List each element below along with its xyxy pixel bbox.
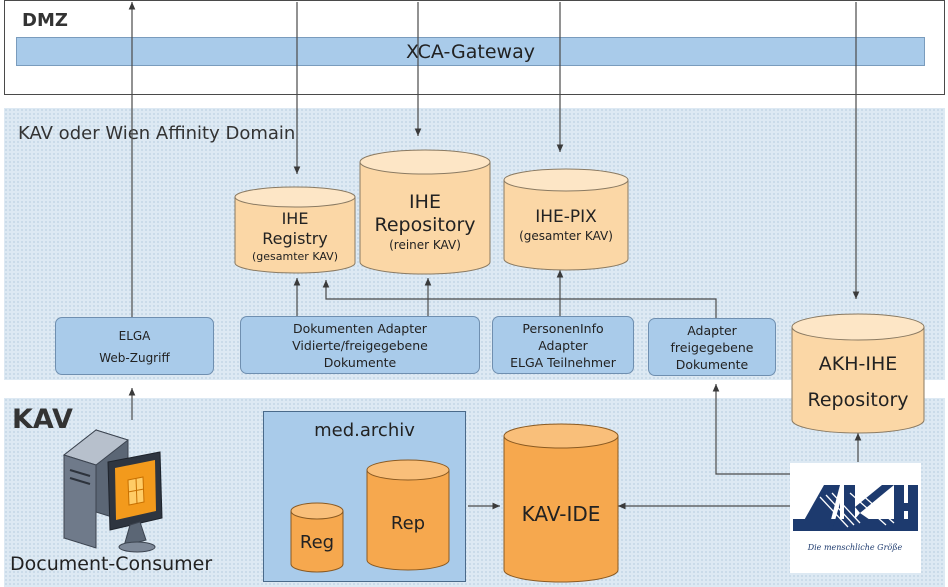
- rep-cylinder: [366, 459, 450, 571]
- ihe-registry-label: IHE Registry (gesamter KAV): [252, 208, 338, 263]
- akh-logo: Die menschliche Größe: [790, 463, 921, 573]
- ihe-registry-cylinder: [234, 186, 356, 274]
- kav-ide-cylinder: [503, 423, 619, 583]
- personeninfo-adapter-box: PersonenInfo Adapter ELGA Teilnehmer: [492, 316, 634, 374]
- ihe-pix-cylinder: [503, 168, 629, 271]
- xca-gateway-label: XCA-Gateway: [406, 40, 535, 63]
- rep-label: Rep: [390, 512, 426, 534]
- kav-ide-label: KAV-IDE: [521, 502, 601, 526]
- elga-web-zugriff-box: ELGA Web-Zugriff: [55, 317, 214, 375]
- reg-cylinder: [290, 502, 344, 573]
- document-consumer-label: Document-Consumer: [10, 553, 213, 575]
- akh-ihe-repository-label: AKH-IHE Repository: [807, 353, 909, 411]
- akh-logo-tagline: Die menschliche Größe: [807, 543, 903, 552]
- arrow-fr-adapter-to-registry: [322, 280, 717, 318]
- freigegebene-adapter-box: Adapter freigegebene Dokumente: [648, 318, 776, 376]
- affinity-domain-label: KAV oder Wien Affinity Domain: [18, 123, 296, 144]
- dokumenten-adapter-box: Dokumenten Adapter Vidierte/freigegebene…: [240, 316, 480, 374]
- kav-label: KAV: [12, 404, 73, 435]
- xca-gateway: XCA-Gateway: [16, 37, 925, 66]
- ihe-repository-cylinder: [359, 149, 491, 275]
- reg-label: Reg: [299, 531, 335, 553]
- computer-icon: [62, 428, 163, 553]
- ihe-repository-label: IHE Repository (reiner KAV): [374, 191, 476, 252]
- arrow-akh-logo-to-fr-adapter: [712, 384, 792, 475]
- ihe-pix-label: IHE-PIX (gesamter KAV): [519, 206, 613, 243]
- akh-logo-graphic: Die menschliche Größe: [793, 485, 918, 552]
- akh-ihe-repository-cylinder: [791, 313, 925, 434]
- med-archiv-label: med.archiv: [314, 420, 415, 441]
- dmz-label: DMZ: [22, 10, 68, 31]
